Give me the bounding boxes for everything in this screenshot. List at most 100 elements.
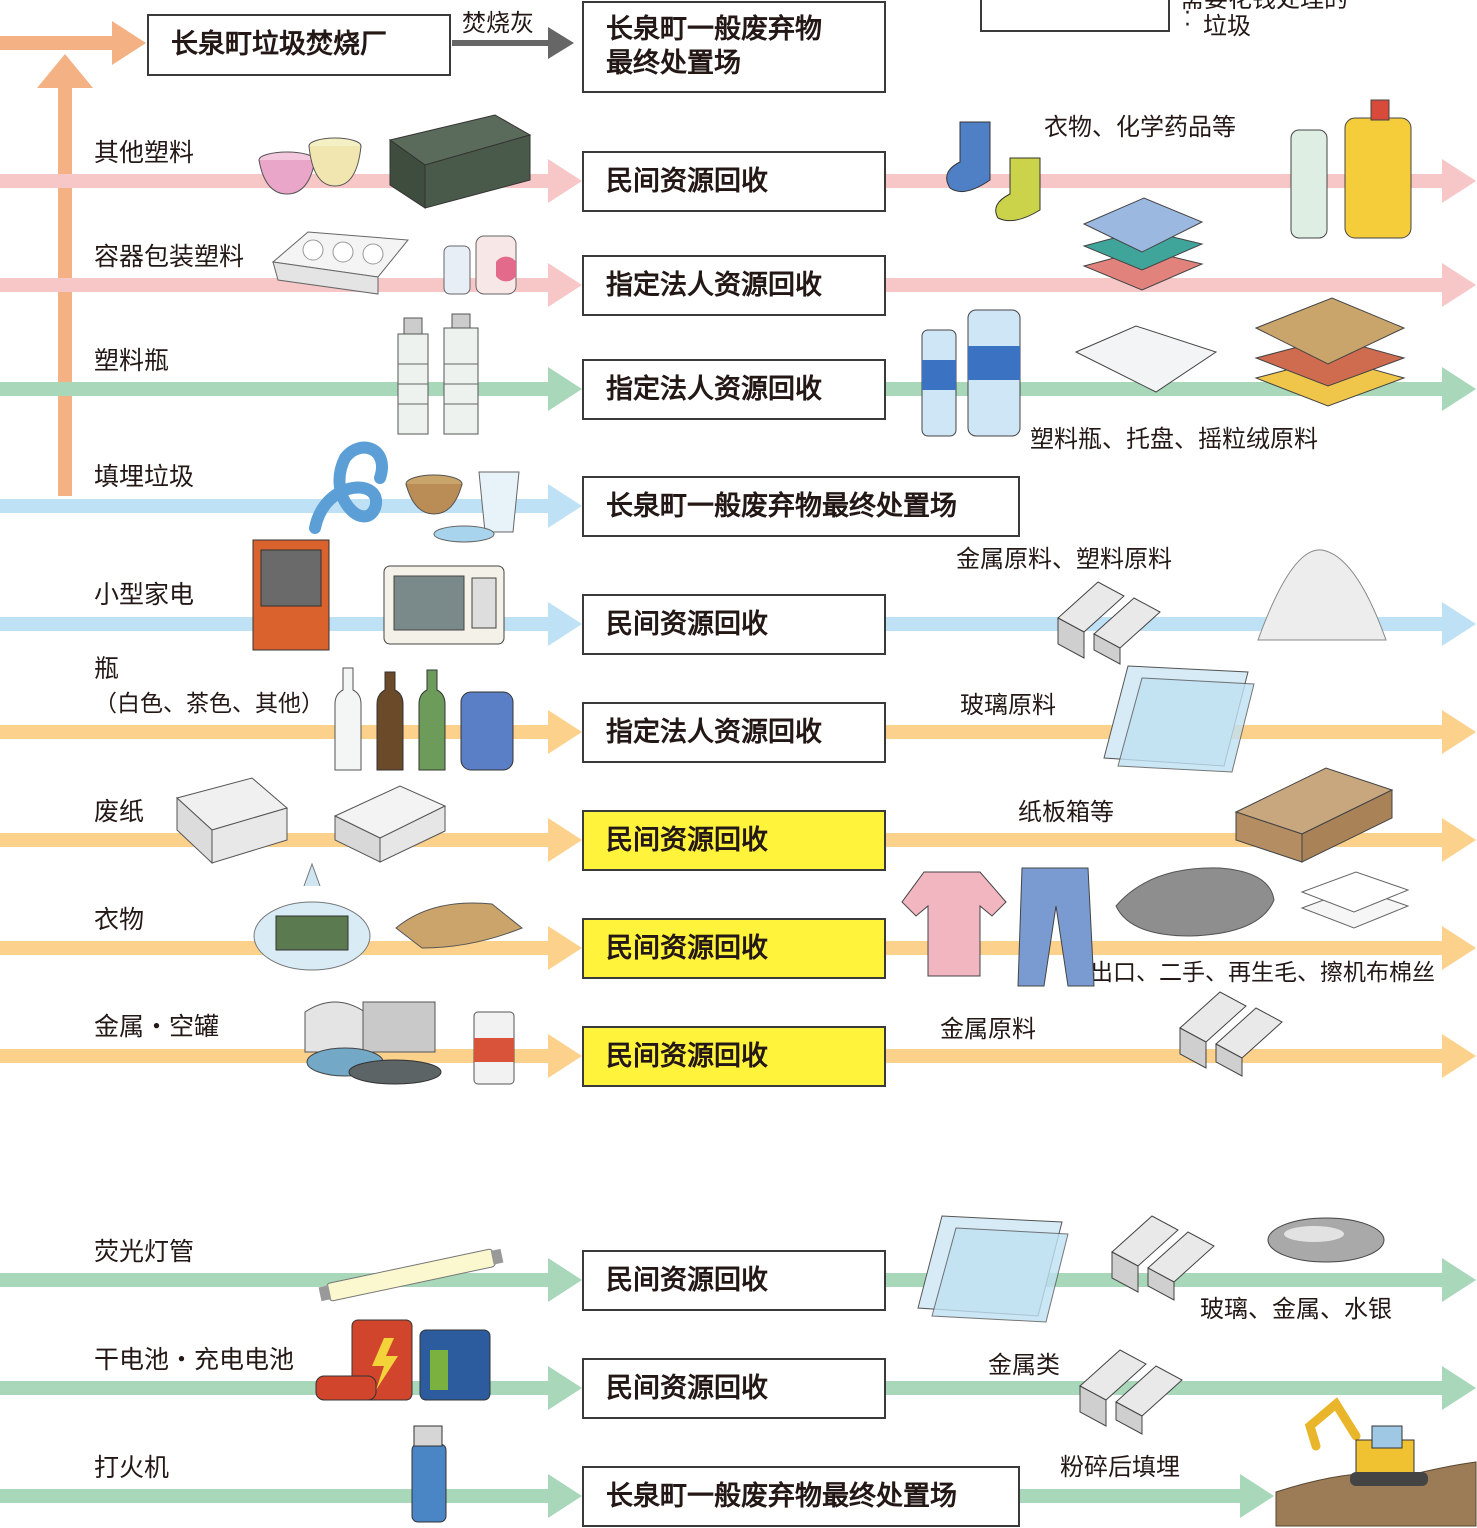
- destination-label: 民间资源回收: [606, 165, 768, 197]
- row-arrowhead-pet-bottle: [548, 367, 582, 411]
- row-band-container-plastic: [0, 278, 548, 292]
- row-arrowhead-lighter: [548, 1474, 582, 1518]
- destination-box-battery: 民间资源回收: [582, 1358, 886, 1419]
- row-band-glass-bottle: [0, 725, 548, 739]
- storage-box-illustration: [388, 114, 532, 209]
- pet-bottles-illustration: [397, 313, 479, 435]
- glass-sheets-illustration: [1103, 665, 1255, 773]
- row-outband-lighter: [1020, 1489, 1240, 1503]
- egg-carton-illustration: [271, 231, 409, 295]
- item-label-landfill: 填埋垃圾: [94, 462, 195, 491]
- item-label-pet-bottle: 塑料瓶: [94, 346, 170, 375]
- incinerator-inflow-band: [0, 36, 112, 50]
- white-towels-illustration: [1300, 871, 1410, 929]
- destination-label: 民间资源回收: [606, 1264, 768, 1296]
- item-label-waste-paper: 废纸: [94, 797, 145, 826]
- item-label-glass-bottle: 瓶: [94, 654, 120, 683]
- fluorescent-tube-illustration: [318, 1248, 504, 1302]
- item-label-lighter: 打火机: [94, 1453, 170, 1482]
- row-arrowhead-glass-bottle: [548, 710, 582, 754]
- row-arrowhead-container-plastic: [548, 263, 582, 307]
- legend-text-line1: 需要花钱处理的: [1180, 0, 1348, 14]
- pink-sweater-illustration: [901, 871, 1007, 977]
- output-label-waste-paper: 纸板箱等: [1018, 798, 1114, 826]
- destination-label: 民间资源回收: [606, 608, 768, 640]
- glass-sheets-illustration-2: [917, 1215, 1069, 1323]
- row-outhead-clothing: [1442, 926, 1476, 970]
- item-label-metal-can: 金属・空罐: [94, 1012, 220, 1041]
- row-outhead-battery: [1442, 1366, 1476, 1410]
- destination-label: 指定法人资源回收: [606, 269, 822, 301]
- row-arrowhead-small-appliance: [548, 602, 582, 646]
- row-arrowhead-other-plastic: [548, 159, 582, 203]
- destination-label: 指定法人资源回收: [606, 716, 822, 748]
- destination-box-other-plastic: 民间资源回收: [582, 151, 886, 212]
- row-arrowhead-waste-paper: [548, 818, 582, 862]
- batteries-illustration: [315, 1319, 491, 1401]
- ash-arrow-line: [452, 40, 548, 46]
- row-outhead-fluorescent: [1442, 1258, 1476, 1302]
- hose-illustration: [309, 441, 388, 534]
- row-outband-metal-can: [886, 1049, 1442, 1063]
- cardboard-stack-illustration: [1234, 767, 1394, 863]
- row-outband-container-plastic: [886, 278, 1442, 292]
- row-arrowhead-metal-can: [548, 1034, 582, 1078]
- row-band-metal-can: [0, 1049, 548, 1063]
- final-disposal-box: 长泉町一般废弃物 最终处置场: [582, 1, 886, 93]
- output-label-other-plastic: 衣物、化学药品等: [1044, 113, 1236, 141]
- item-label-container-plastic: 容器包装塑料: [94, 242, 245, 271]
- incinerator-label: 长泉町垃圾焚烧厂: [171, 29, 387, 60]
- glass-bottles-illustration: [334, 667, 514, 771]
- output-label-clothing: 出口、二手、再生毛、擦机布棉丝: [1090, 960, 1435, 986]
- magazine-bundle-illustration: [333, 785, 447, 863]
- socks-illustration: [946, 121, 1041, 222]
- row-outhead-lighter: [1240, 1474, 1274, 1518]
- row-arrowhead-battery: [548, 1366, 582, 1410]
- item-label-clothing: 衣物: [94, 905, 145, 934]
- row-outhead-metal-can: [1442, 1034, 1476, 1078]
- destination-label: 长泉町一般废弃物最终处置场: [606, 490, 957, 522]
- fleece-stack-illustration: [1254, 297, 1406, 407]
- destination-label: 指定法人资源回收: [606, 373, 822, 405]
- metal-ingots-illustration-3: [1111, 1215, 1215, 1301]
- lighter-illustration: [411, 1425, 447, 1523]
- ash-arrowhead: [548, 27, 574, 59]
- destination-label: 民间资源回收: [606, 1372, 768, 1404]
- folded-shirts-illustration: [1082, 197, 1204, 291]
- jeans-illustration: [1017, 867, 1095, 987]
- bowls-illustration: [405, 471, 520, 543]
- output-label-glass-bottle: 玻璃原料: [960, 691, 1056, 719]
- item-label-other-plastic: 其他塑料: [94, 138, 195, 167]
- output-label-metal-can: 金属原料: [940, 1015, 1036, 1043]
- tray-illustration: [1074, 325, 1218, 393]
- small-bottles-illustration: [443, 235, 517, 295]
- output-label-lighter: 粉碎后填埋: [1060, 1453, 1180, 1481]
- metal-ingots-illustration-2: [1179, 991, 1283, 1077]
- newspaper-bundle-illustration: [175, 777, 289, 865]
- item-label-small-appliance: 小型家电: [94, 580, 195, 609]
- destination-box-glass-bottle: 指定法人资源回收: [582, 702, 886, 763]
- output-label-pet-bottle: 塑料瓶、托盘、摇粒绒原料: [1030, 425, 1318, 453]
- destination-box-small-appliance: 民间资源回收: [582, 594, 886, 655]
- item-label-battery: 干电池・充电电池: [94, 1345, 295, 1374]
- row-outhead-glass-bottle: [1442, 710, 1476, 754]
- excavator-illustration: [1275, 1397, 1477, 1527]
- legend-text-line2: 垃圾: [1203, 12, 1251, 40]
- destination-label: 民间资源回收: [606, 824, 768, 856]
- incinerator-box: 长泉町垃圾焚烧厂: [147, 14, 451, 76]
- row-band-landfill: [0, 499, 548, 513]
- item-sublabel-glass-bottle: （白色、茶色、其他）: [94, 691, 324, 717]
- destination-box-landfill: 长泉町一般废弃物最终处置场: [582, 476, 1020, 537]
- folded-cloth-illustration: [395, 902, 523, 949]
- row-band-lighter: [0, 1489, 548, 1503]
- ash-label: 焚烧灰: [462, 9, 534, 37]
- legend-swatch: [980, 0, 1170, 32]
- row-arrowhead-clothing: [548, 926, 582, 970]
- microwave-illustration: [383, 565, 505, 645]
- destination-box-waste-paper: 民间资源回收: [582, 810, 886, 871]
- destination-label: 民间资源回收: [606, 1040, 768, 1072]
- can-illustration: [473, 1011, 515, 1085]
- destination-box-metal-can: 民间资源回收: [582, 1026, 886, 1087]
- heater-illustration: [252, 539, 330, 651]
- item-label-fluorescent: 荧光灯管: [94, 1237, 195, 1266]
